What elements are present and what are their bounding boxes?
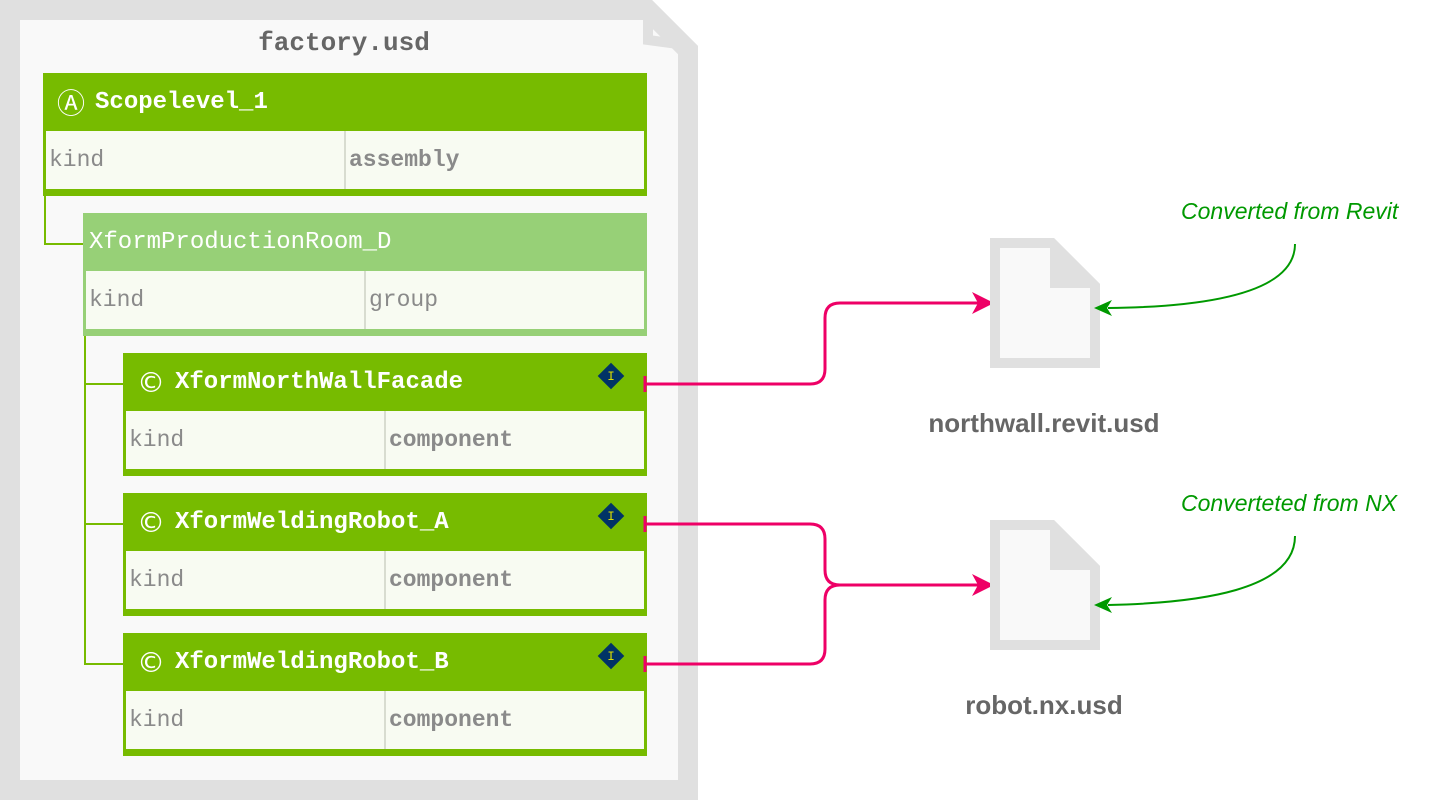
metadata-key: kind xyxy=(46,131,346,189)
metadata-value: component xyxy=(389,567,514,593)
metadata-value: component xyxy=(389,707,514,733)
note-converted-from-nx: Converteted from NX xyxy=(1181,490,1398,516)
prim-metadata-row: kind component xyxy=(126,551,644,609)
prim-name: WeldingRobot_B xyxy=(247,648,449,676)
prim-name: ProductionRoom_D xyxy=(161,228,392,256)
prim-xform-weldingrobot-a[interactable]: © Xform WeldingRobot_A I kind component xyxy=(123,493,647,616)
component-kind-icon: © xyxy=(137,365,165,399)
prim-name: WeldingRobot_A xyxy=(247,508,449,536)
prim-type: Xform xyxy=(89,228,162,256)
note-arrow-revit xyxy=(1107,243,1296,309)
component-kind-icon: © xyxy=(137,645,165,679)
svg-text:I: I xyxy=(607,650,615,664)
note-arrow-nx xyxy=(1107,535,1296,606)
prim-type: Xform xyxy=(175,508,248,536)
metadata-key: kind xyxy=(126,691,386,749)
metadata-key: kind xyxy=(126,411,386,469)
prim-metadata-row: kind component xyxy=(126,411,644,469)
instanceable-badge-icon: I xyxy=(597,642,625,670)
reference-arrow-robot-a xyxy=(643,516,990,587)
assembly-kind-icon: Ⓐ xyxy=(57,87,86,120)
instanceable-badge-icon: I xyxy=(597,362,625,390)
svg-text:I: I xyxy=(607,370,615,384)
file-name-northwall: northwall.revit.usd xyxy=(928,408,1160,438)
prim-name: level_1 xyxy=(167,88,268,116)
arrowhead xyxy=(1094,300,1112,316)
prim-metadata-row: kind group xyxy=(86,271,644,329)
prim-metadata-row: kind component xyxy=(126,691,644,749)
prim-header: © Xform NorthWallFacade xyxy=(123,353,647,411)
prim-name: NorthWallFacade xyxy=(247,368,464,396)
metadata-value: group xyxy=(369,287,439,313)
prim-type: Xform xyxy=(175,368,248,396)
prim-header: Xform ProductionRoom_D xyxy=(83,213,647,271)
prim-xform-weldingrobot-b[interactable]: © Xform WeldingRobot_B I kind component xyxy=(123,633,647,756)
arrowhead xyxy=(972,574,994,596)
prim-header: © Xform WeldingRobot_B xyxy=(123,633,647,691)
prim-type: Xform xyxy=(175,648,248,676)
metadata-key: kind xyxy=(126,551,386,609)
file-icon xyxy=(990,520,1100,650)
prim-scope-level-1[interactable]: Ⓐ Scope level_1 kind assembly xyxy=(43,73,647,196)
prim-header: Ⓐ Scope level_1 xyxy=(43,73,647,131)
component-kind-icon: © xyxy=(137,505,165,539)
prim-type: Scope xyxy=(95,88,168,116)
reference-arrow-robot-b xyxy=(643,583,990,672)
prim-metadata-row: kind assembly xyxy=(46,131,644,189)
arrowhead xyxy=(972,292,994,314)
arrowhead xyxy=(1094,597,1112,613)
metadata-key: kind xyxy=(86,271,366,329)
prim-xform-northwallfacade[interactable]: © Xform NorthWallFacade I kind component xyxy=(123,353,647,476)
document-title: factory.usd xyxy=(258,28,430,58)
prim-xform-productionroom-d[interactable]: Xform ProductionRoom_D kind group xyxy=(83,213,647,336)
prim-header: © Xform WeldingRobot_A xyxy=(123,493,647,551)
file-icon xyxy=(990,238,1100,368)
svg-text:I: I xyxy=(607,510,615,524)
reference-arrow-northwall xyxy=(643,301,990,392)
instanceable-badge-icon: I xyxy=(597,502,625,530)
file-name-robot: robot.nx.usd xyxy=(965,690,1123,720)
metadata-value: assembly xyxy=(349,147,460,173)
metadata-value: component xyxy=(389,427,514,453)
hierarchy-connectors xyxy=(44,195,125,665)
note-converted-from-revit: Converted from Revit xyxy=(1181,198,1399,224)
